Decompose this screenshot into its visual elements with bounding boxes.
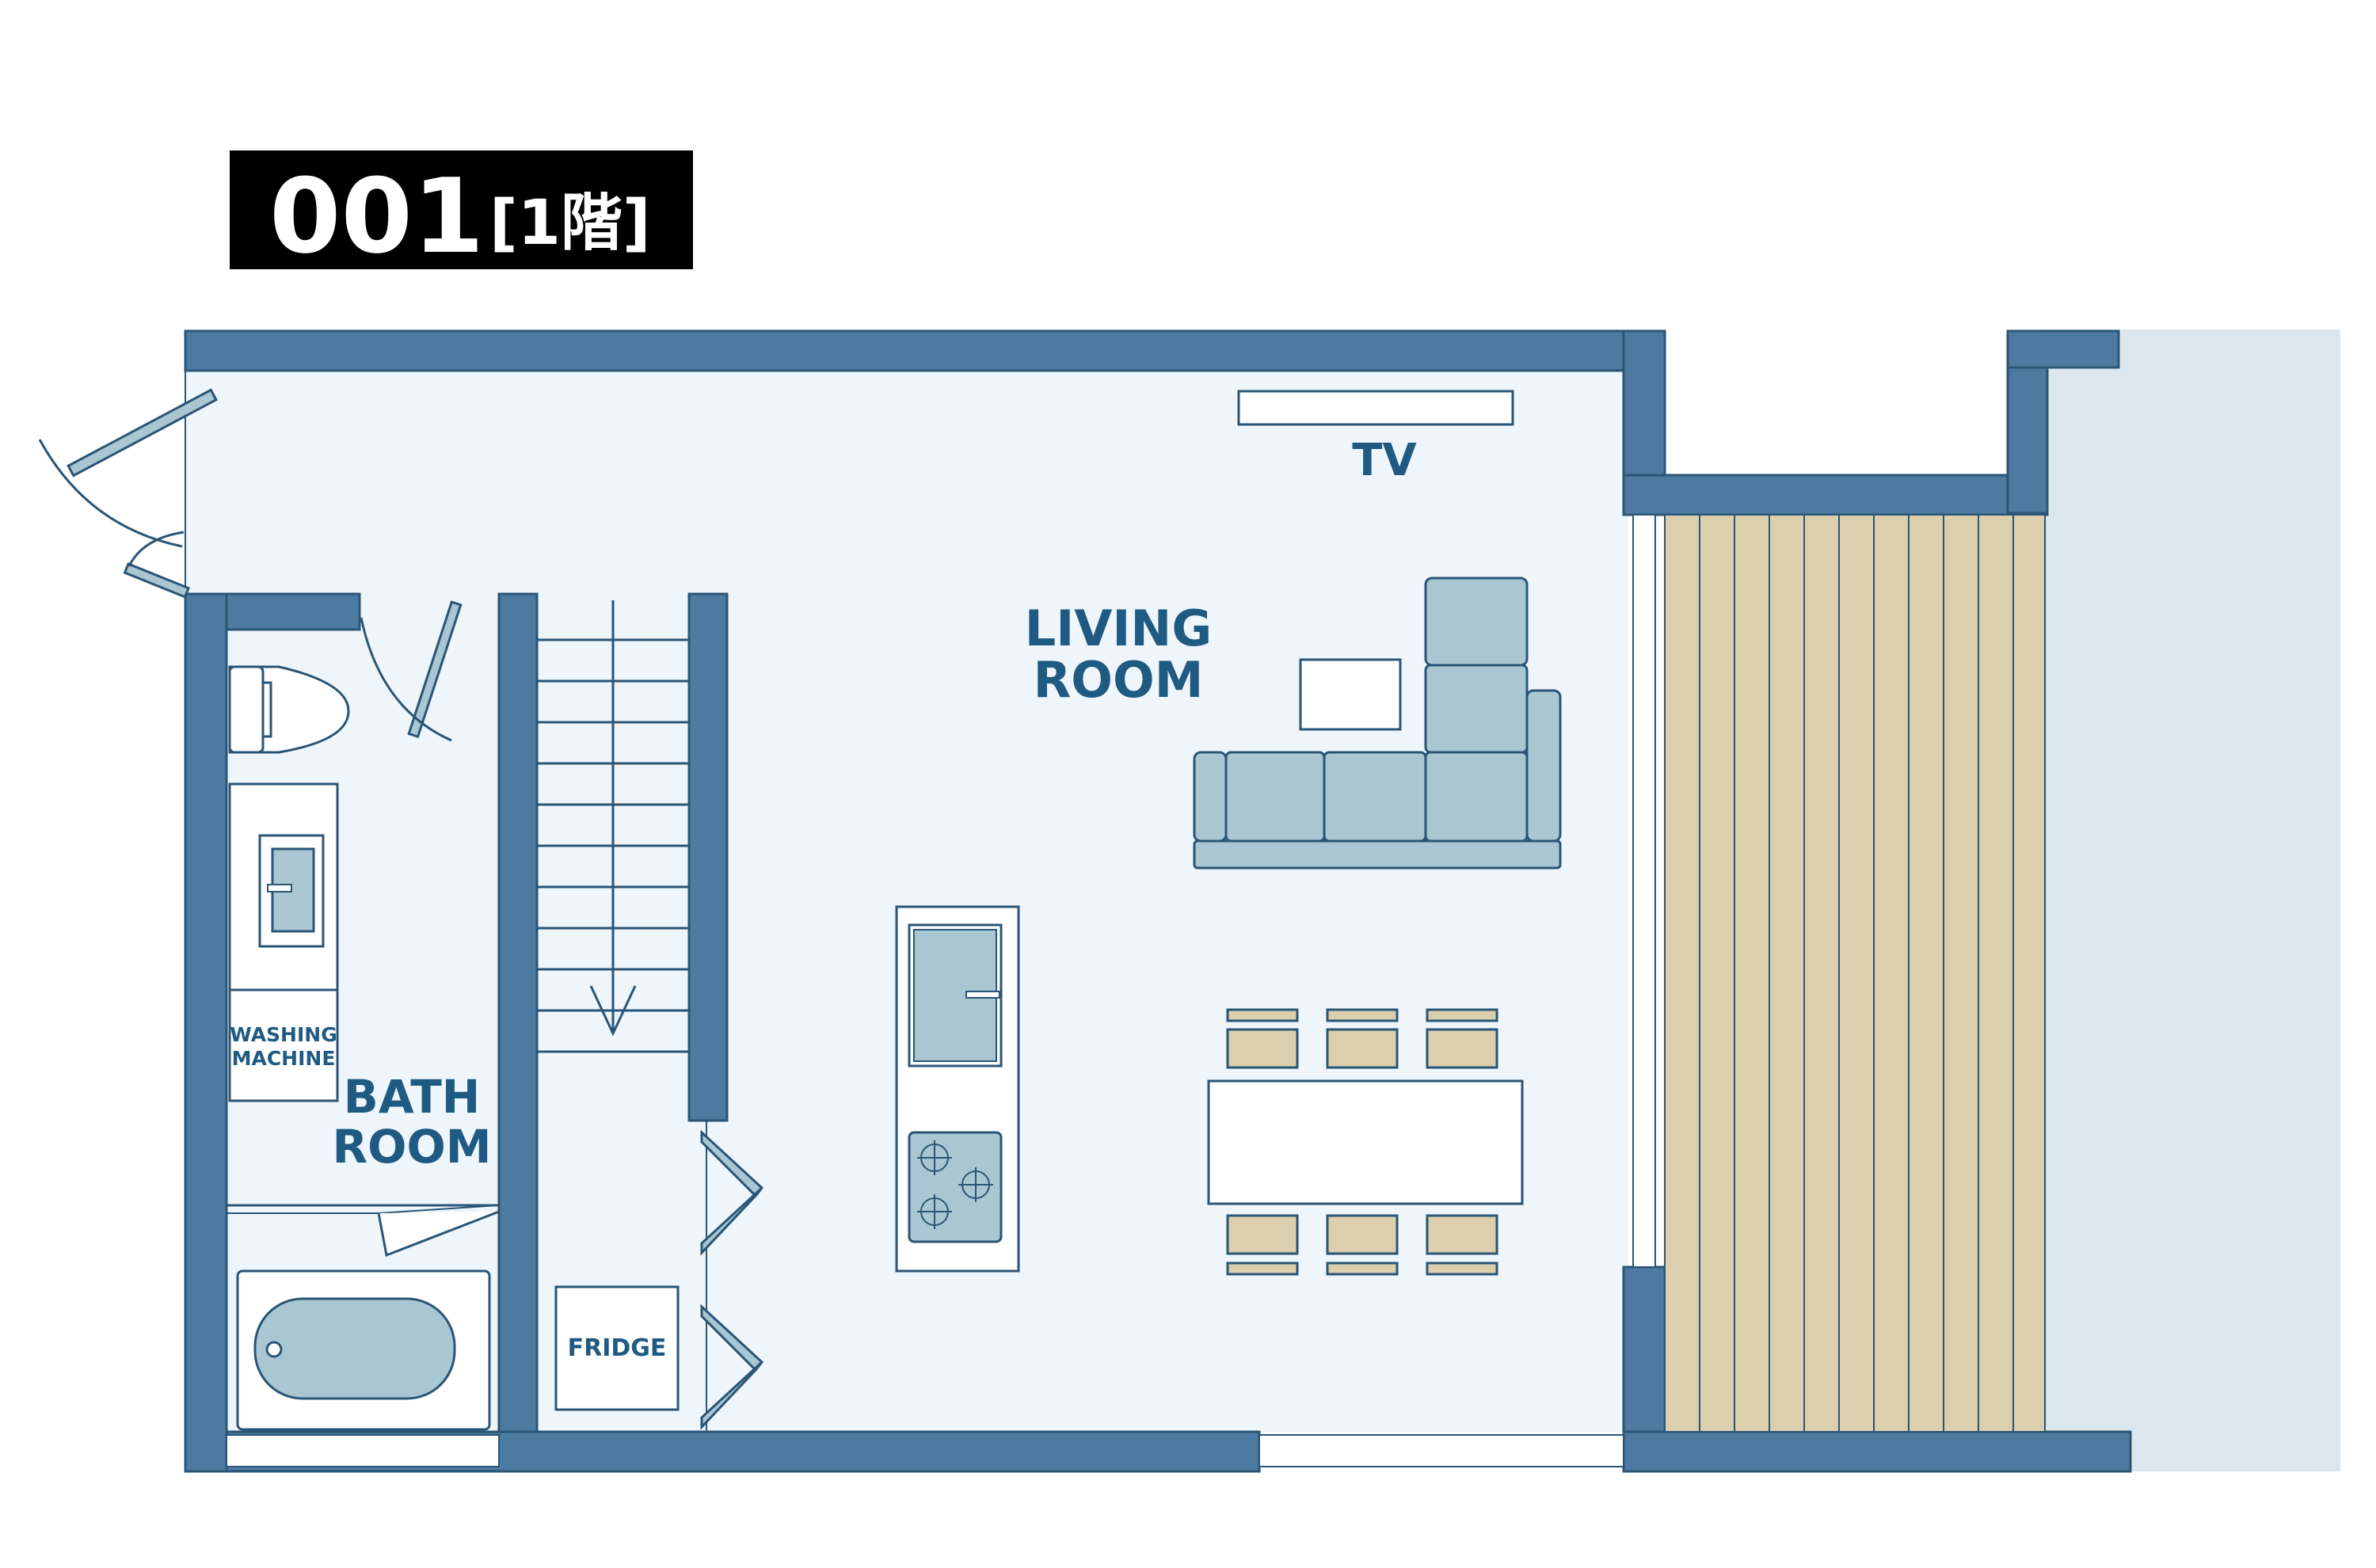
folding-door-icon bbox=[700, 1121, 764, 1432]
bath-folding-door bbox=[227, 1204, 500, 1258]
bath-room-label-line1: BATH bbox=[344, 1070, 481, 1124]
sofa bbox=[1193, 577, 1562, 870]
bathtub-icon bbox=[236, 1269, 491, 1431]
washing-machine-label-line2: MACHINE bbox=[232, 1047, 336, 1070]
floor-label: [1階] bbox=[489, 188, 651, 259]
walls bbox=[184, 329, 2132, 1473]
fridge: FRIDGE bbox=[554, 1285, 680, 1411]
coffee-table bbox=[1299, 658, 1402, 731]
washing-machine: WASHING MACHINE bbox=[228, 988, 339, 1102]
door-swing-icon bbox=[38, 371, 218, 599]
dining-set bbox=[1207, 1008, 1524, 1276]
stove-burner-icon bbox=[917, 1140, 993, 1229]
fridge-label: FRIDGE bbox=[568, 1334, 667, 1362]
unit-title: 001 [1階] bbox=[230, 150, 693, 276]
washing-machine-label-line1: WASHING bbox=[230, 1023, 337, 1046]
unit-number: 001 bbox=[269, 156, 484, 276]
kitchen-counter bbox=[895, 905, 1020, 1273]
bath-door bbox=[360, 600, 463, 742]
sink-icon bbox=[228, 782, 339, 991]
tv: TV bbox=[1237, 390, 1514, 486]
living-room-label-line1: LIVING bbox=[1025, 599, 1212, 657]
toilet-icon bbox=[228, 665, 350, 754]
living-room-label-line2: ROOM bbox=[1034, 651, 1204, 709]
balcony-side-area bbox=[2043, 329, 2340, 1471]
bath-room-label-line2: ROOM bbox=[333, 1120, 492, 1174]
wood-deck bbox=[1664, 514, 2046, 1433]
tv-label: TV bbox=[1352, 435, 1417, 486]
windows bbox=[226, 514, 1656, 1467]
stair-arrow-icon bbox=[589, 600, 637, 1037]
